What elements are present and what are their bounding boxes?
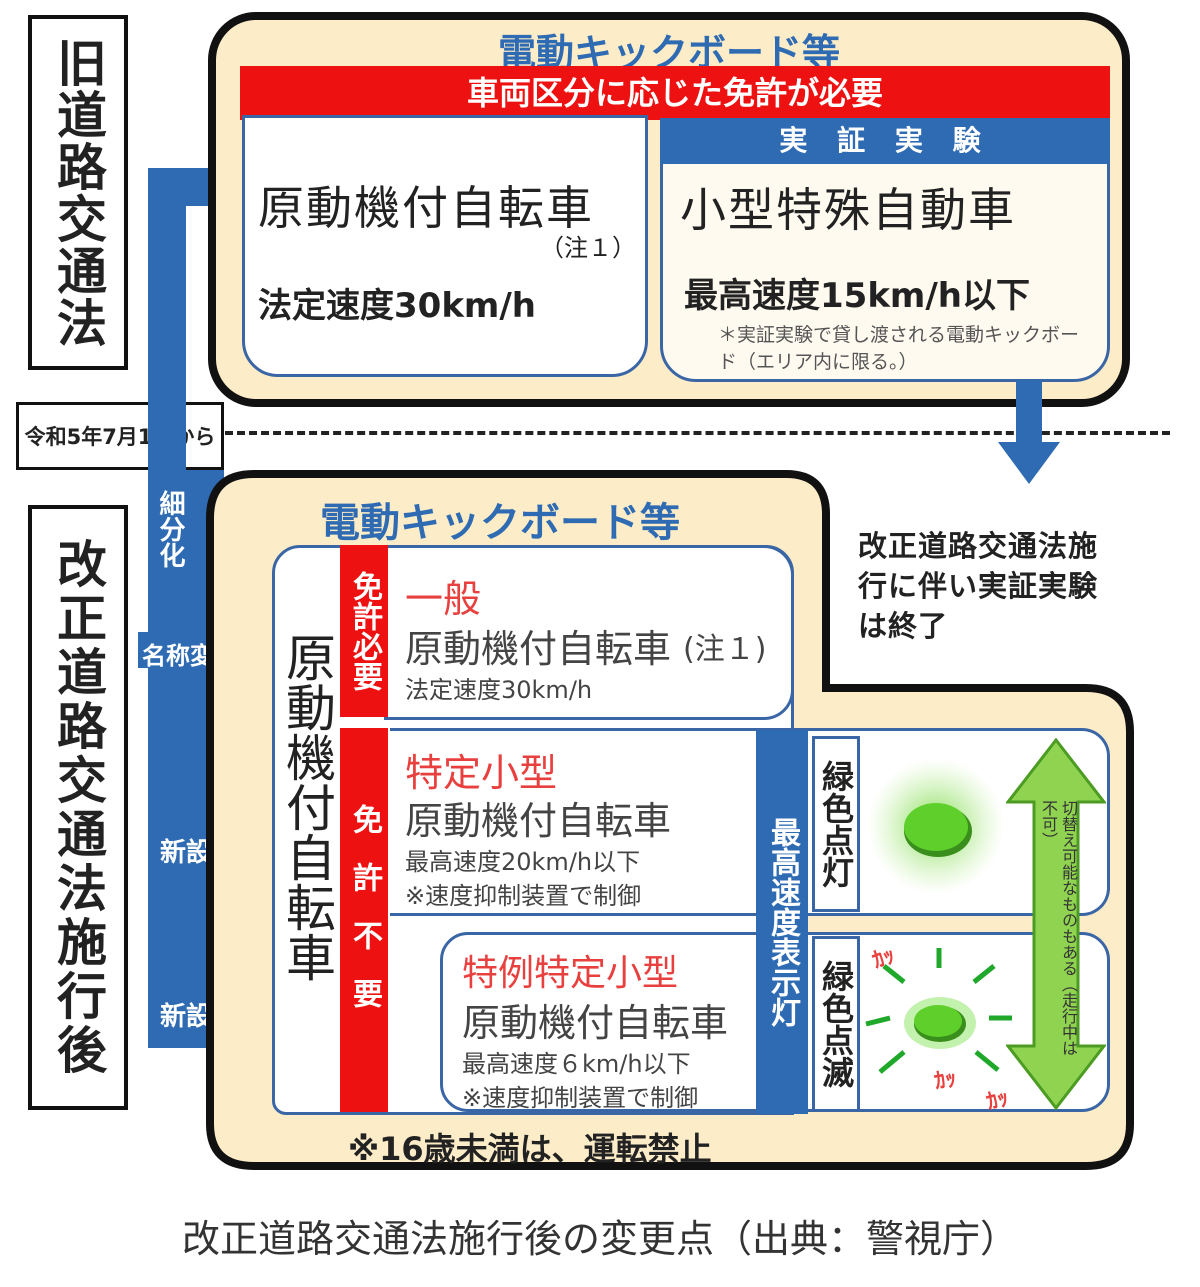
figure-caption: 改正道路交通法施行後の変更点（出典：警視庁） bbox=[181, 1217, 1018, 1261]
new-arrow-1-label: 新設 bbox=[160, 838, 213, 868]
special-tag: 特例特定小型 bbox=[462, 953, 679, 994]
switch-double-arrow bbox=[1006, 738, 1106, 1110]
new-arrow-2-label: 新設 bbox=[160, 1002, 213, 1032]
date-label: 令和5年7月1日から bbox=[16, 402, 224, 470]
general-name: 原動機付自転車 bbox=[405, 627, 672, 671]
switch-note: 切替え可能なものもある（走行中は不可） bbox=[1039, 800, 1078, 1056]
moped-main-label: 原動機付自転車 bbox=[278, 632, 336, 982]
green-blink-box: 緑色点滅 bbox=[812, 936, 860, 1112]
license-required-banner: 車両区分に応じた免許が必要 bbox=[240, 66, 1110, 120]
special-control: ※速度抑制装置で制御 bbox=[462, 1084, 699, 1112]
blink-lamp-icon bbox=[865, 948, 1012, 1074]
top-special-note: ＊実証実験で貸し渡される電動キックボード（エリア内に限る。） bbox=[718, 324, 1080, 373]
general-tag: 一般 bbox=[405, 577, 482, 621]
top-special-speed: 最高速度15km/h以下 bbox=[684, 276, 1030, 316]
green-on-box: 緑色点灯 bbox=[812, 736, 860, 912]
license-required-bar: 免許必要 bbox=[340, 545, 388, 717]
special-speed: 最高速度６km/h以下 bbox=[462, 1050, 691, 1078]
specific-tag: 特定小型 bbox=[405, 751, 558, 795]
specific-control: ※速度抑制装置で制御 bbox=[405, 882, 642, 910]
steady-lamp-icon bbox=[868, 758, 1004, 894]
end-note: 改正道路交通法施行に伴い実証実験は終了 bbox=[858, 529, 1099, 643]
top-moped-name: 原動機付自転車 bbox=[258, 181, 594, 235]
license-not-required-bar: 免許不要 bbox=[340, 728, 388, 1112]
indicator-label-bar: 最高速度表示灯 bbox=[756, 730, 808, 1114]
new-law-label: 改正道路交通法施行後 bbox=[28, 505, 128, 1110]
end-arrow bbox=[998, 380, 1060, 484]
top-moped-note: （注１） bbox=[540, 234, 636, 262]
bottom-title: 電動キックボード等 bbox=[320, 500, 680, 546]
dashed-divider bbox=[225, 431, 1170, 435]
top-moped-speed: 法定速度30km/h bbox=[258, 286, 536, 326]
top-special-name: 小型特殊自動車 bbox=[680, 183, 1016, 237]
general-speed: 法定速度30km/h bbox=[405, 676, 593, 704]
specific-speed: 最高速度20km/h以下 bbox=[405, 848, 641, 876]
age-note: ※16歳未満は、運転禁止 bbox=[348, 1130, 712, 1168]
top-moped-box bbox=[242, 115, 648, 377]
old-law-label: 旧道路交通法 bbox=[28, 15, 128, 370]
subdivision-label: 細分化 bbox=[155, 490, 185, 568]
trial-header: 実 証 実 験 bbox=[660, 118, 1110, 164]
general-note: (注１) bbox=[683, 632, 767, 667]
general-box bbox=[384, 545, 794, 720]
specific-name: 原動機付自転車 bbox=[405, 799, 672, 843]
special-name: 原動機付自転車 bbox=[462, 1001, 729, 1045]
